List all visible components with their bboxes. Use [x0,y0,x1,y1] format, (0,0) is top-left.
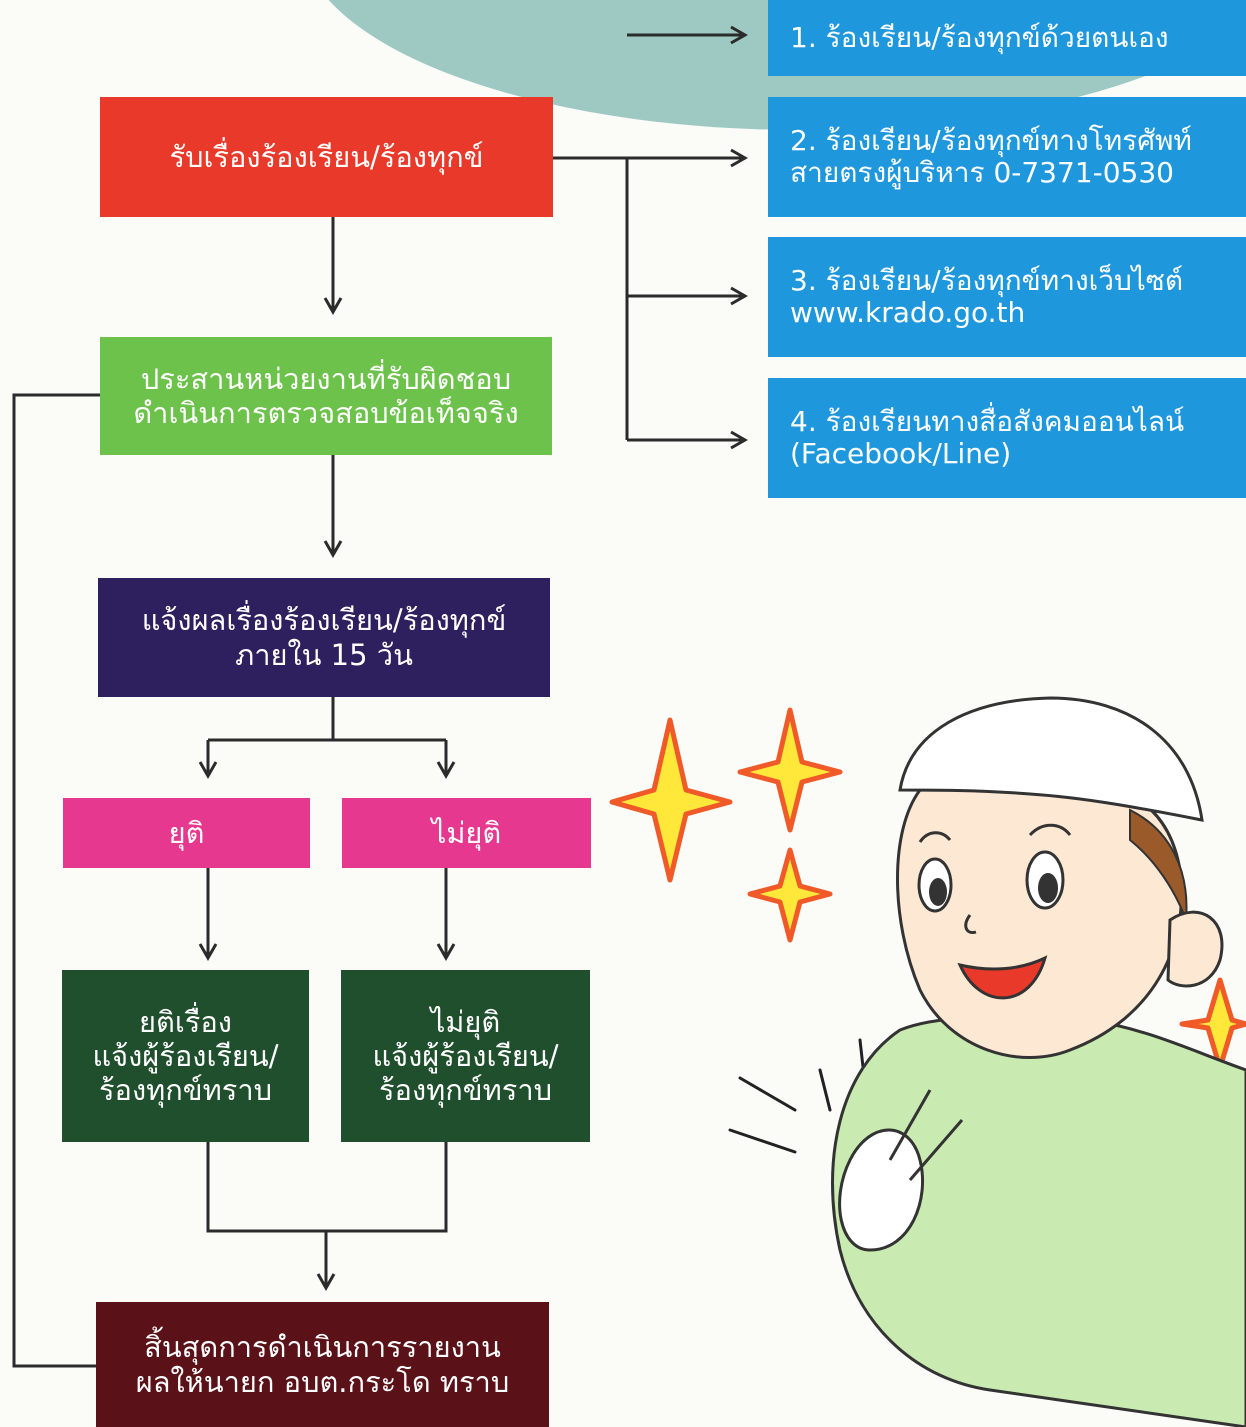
channel-1-line-1: 1. ร้องเรียน/ร้องทุกข์ด้วยตนเอง [790,20,1169,54]
notify-line-1: แจ้งผลเรื่องร้องเรียน/ร้องทุกข์ [141,603,507,638]
unresolved-label: ไม่ยุติ [431,815,502,850]
resolved-label: ยุติ [168,815,205,850]
mouth [957,955,1048,1000]
channel-2-box: 2. ร้องเรียน/ร้องทุกข์ทางโทรศัพท์ สายตรง… [768,97,1246,217]
channel-3-line-2: www.krado.go.th [790,296,1026,329]
channel-4-box: 4. ร้องเรียนทางสื่อสังคมออนไลน์ (Faceboo… [768,378,1246,498]
hand [838,1128,925,1252]
final-report-box: สิ้นสุดการดำเนินการรายงาน ผลให้นายก อบต.… [96,1302,549,1427]
channel-3-line-1: 3. ร้องเรียน/ร้องทุกข์ทางเว็บไซต์ [790,263,1183,297]
channel-1-box: 1. ร้องเรียน/ร้องทุกข์ด้วยตนเอง [768,0,1246,76]
ear [1166,910,1224,988]
sparkle-star-icon [609,717,733,883]
notify-result-box: แจ้งผลเรื่องร้องเรียน/ร้องทุกข์ ภายใน 15… [98,578,550,697]
unresolved-notice-line-2: แจ้งผู้ร้องเรียน/ [372,1038,559,1073]
channel-3-box: 3. ร้องเรียน/ร้องทุกข์ทางเว็บไซต์ www.kr… [768,237,1246,357]
notify-line-2: ภายใน 15 วัน [235,637,413,672]
channel-4-line-1: 4. ร้องเรียนทางสื่อสังคมออนไลน์ [790,404,1185,438]
resolved-notice-box: ยติเรื่อง แจ้งผู้ร้องเรียน/ ร้องทุกข์ทรา… [62,970,309,1142]
coordinate-line-2: ดำเนินการตรวจสอบข้อเท็จจริง [133,396,519,430]
unresolved-box: ไม่ยุติ [342,798,591,868]
channel-4-line-2: (Facebook/Line) [790,437,1012,470]
connector-notify-split [208,697,446,742]
resolved-notice-line-2: แจ้งผู้ร้องเรียน/ [92,1038,279,1073]
unresolved-notice-box: ไม่ยุติ แจ้งผู้ร้องเรียน/ ร้องทุกข์ทราบ [341,970,590,1142]
channel-2-line-2: สายตรงผู้บริหาร 0-7371-0530 [790,156,1174,189]
resolved-notice-line-3: ร้องทุกข์ทราบ [98,1073,273,1108]
receive-complaint-box: รับเรื่องร้องเรียน/ร้องทุกข์ [100,97,553,217]
unresolved-notice-line-3: ร้องทุกข์ทราบ [378,1073,553,1108]
final-line-2: ผลให้นายก อบต.กระโด ทราบ [135,1364,510,1399]
connector-merge [206,1142,448,1288]
coordinate-box: ประสานหน่วยงานที่รับผิดชอบ ดำเนินการตรวจ… [100,337,552,455]
connector-feedback-loop [12,393,100,1368]
unresolved-notice-line-1: ไม่ยุติ [430,1004,501,1039]
coordinate-line-1: ประสานหน่วยงานที่รับผิดชอบ [140,361,512,396]
channel-2-line-1: 2. ร้องเรียน/ร้องทุกข์ทางโทรศัพท์ [790,123,1192,157]
cap [898,696,1204,822]
connector-receive-to-channels [553,156,629,440]
sparkle-star-icon [737,707,843,833]
resolved-box: ยุติ [63,798,310,868]
receive-complaint-label: รับเรื่องร้องเรียน/ร้องทุกข์ [169,139,484,174]
final-line-1: สิ้นสุดการดำเนินการรายงาน [144,1330,501,1365]
sparkle-star-icon [747,847,833,943]
boy-cartoon-illustration [609,696,1246,1427]
resolved-notice-line-1: ยติเรื่อง [139,1004,232,1039]
